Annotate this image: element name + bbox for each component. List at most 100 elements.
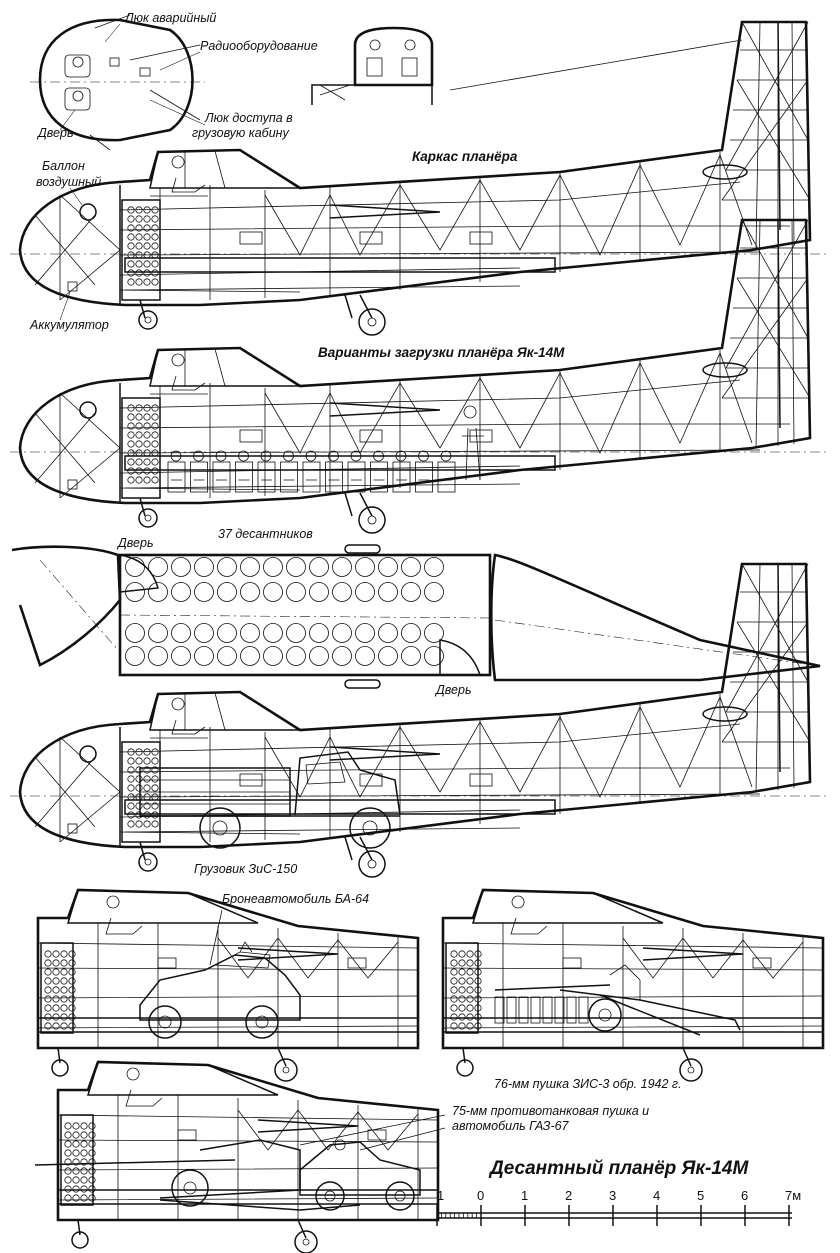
troop-seat-plan <box>125 557 145 577</box>
label-air-bottle-2: воздушный <box>36 175 101 189</box>
troop-seat-plan <box>263 557 283 577</box>
troop-seat-plan <box>148 582 168 602</box>
troop-seat-plan <box>217 582 237 602</box>
door-rack <box>44 950 76 1030</box>
troop-seat-plan <box>286 623 306 643</box>
troop-seat-plan <box>148 646 168 666</box>
scale-tick-label: 1 <box>521 1188 528 1203</box>
label-ba64: Бронеавтомобиль БА-64 <box>222 892 369 906</box>
seat-folded <box>578 996 589 1024</box>
troop-seat-plan <box>194 582 214 602</box>
label-at-gun-1: 75-мм противотанковая пушка и <box>452 1104 649 1118</box>
troop-seat-plan <box>125 582 145 602</box>
troop-seat-plan <box>332 582 352 602</box>
troop-seat-plan <box>401 623 421 643</box>
troop-seat-plan <box>263 623 283 643</box>
label-air-bottle-1: Баллон <box>42 159 85 173</box>
troop-seat-plan <box>424 646 444 666</box>
troop-seat-plan <box>171 557 191 577</box>
troop-seat-plan <box>401 557 421 577</box>
scale-tick-label: 7м <box>785 1188 801 1203</box>
label-troops: 37 десантников <box>218 527 313 541</box>
label-frame: Каркас планёра <box>412 149 518 164</box>
leader-lines <box>59 23 206 321</box>
scale-tick-label: 2 <box>565 1188 572 1203</box>
troop-seat <box>280 450 298 493</box>
troop-seat-plan <box>332 623 352 643</box>
label-truck: Грузовик ЗиС-150 <box>194 862 297 876</box>
atgun-view <box>56 1060 440 1253</box>
label-at-gun-2: автомобиль ГАЗ-67 <box>452 1119 570 1133</box>
seat-folded <box>506 996 517 1024</box>
label-battery: Аккумулятор <box>29 318 109 332</box>
troop-seat-plan <box>240 582 260 602</box>
door-rack <box>450 950 482 1030</box>
troop-seat-plan <box>125 646 145 666</box>
scale-tick-label: 1 <box>437 1188 444 1203</box>
troop-seat-plan <box>355 557 375 577</box>
troop-seat-plan <box>378 623 398 643</box>
troop-seat-plan <box>355 623 375 643</box>
door-rack <box>127 206 159 286</box>
troop-seat-plan <box>309 582 329 602</box>
label-emergency-hatch: Люк аварийный <box>124 11 216 25</box>
troop-seat-plan <box>309 646 329 666</box>
troop-seat <box>235 450 253 493</box>
zis3-gun <box>494 964 741 1036</box>
troop-seat <box>347 450 366 493</box>
truck-view <box>8 562 832 879</box>
troop-seat-plan <box>332 646 352 666</box>
troop-seat-plan <box>240 623 260 643</box>
label-door: Дверь <box>36 126 74 140</box>
troop-seat-plan <box>378 582 398 602</box>
troop-seat-plan <box>355 582 375 602</box>
zis3-view <box>441 888 825 1083</box>
troop-seat-plan <box>286 646 306 666</box>
troop-seat-plan <box>401 646 421 666</box>
labels: Люк аварийный Радиооборудование Люк дост… <box>29 11 749 1179</box>
troop-seat-plan <box>194 623 214 643</box>
scale-tick-label: 3 <box>609 1188 616 1203</box>
troop-seat-plan <box>378 646 398 666</box>
label-radio: Радиооборудование <box>200 39 318 53</box>
cargo-plan-view <box>11 544 821 689</box>
door-rack <box>127 404 159 484</box>
troop-seat-plan <box>171 646 191 666</box>
label-zis3: 76-мм пушка ЗИС-3 обр. 1942 г. <box>494 1077 682 1091</box>
troop-seat <box>370 450 388 493</box>
label-door-bottom: Дверь <box>434 683 472 697</box>
troop-seat-plan <box>286 582 306 602</box>
drawing-title: Десантный планёр Як-14М <box>488 1158 749 1179</box>
seat-folded <box>554 996 565 1024</box>
label-loading: Варианты загрузки планёра Як-14М <box>318 345 565 360</box>
troop-seat-plan <box>194 646 214 666</box>
seat-folded <box>530 996 541 1024</box>
troop-seat <box>190 450 208 493</box>
troop-seat <box>392 450 411 493</box>
cross-section-view <box>311 26 434 105</box>
ba64-armored-car <box>139 909 301 1039</box>
troop-seat-plan <box>217 646 237 666</box>
troop-seat-plan <box>217 557 237 577</box>
troop-seat-plan <box>148 623 168 643</box>
troop-seat <box>325 450 343 493</box>
troop-seat-plan <box>125 623 145 643</box>
troop-seat-plan <box>424 582 444 602</box>
troop-seat <box>302 450 321 493</box>
seat-folded <box>494 996 505 1024</box>
troop-seat-plan <box>217 623 237 643</box>
door-rack <box>64 1122 96 1202</box>
troop-seat-plan <box>424 623 444 643</box>
troop-seat-plan <box>309 623 329 643</box>
troop-seat-plan <box>171 582 191 602</box>
cockpit-plan-view <box>30 14 205 151</box>
frame-view <box>8 20 832 337</box>
troop-seat-plan <box>355 646 375 666</box>
label-door-top: Дверь <box>116 536 154 550</box>
scale-tick-label: 5 <box>697 1188 704 1203</box>
troop-seat-plan <box>378 557 398 577</box>
troop-seats-side <box>167 450 456 493</box>
